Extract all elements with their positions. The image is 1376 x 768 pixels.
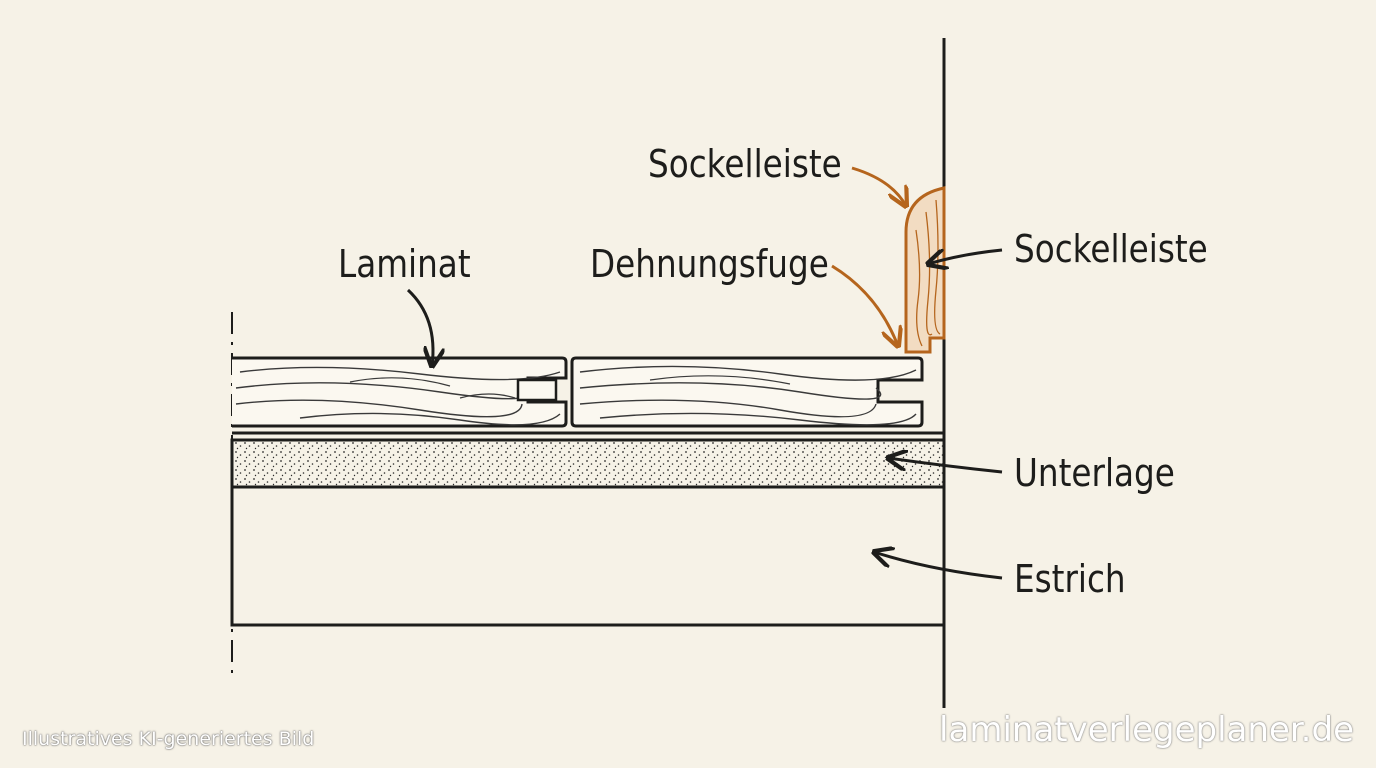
laminate-plank-left	[232, 356, 568, 428]
arrow-unterlage	[888, 458, 1003, 474]
label-sockelleiste-right: Sockelleiste	[1014, 228, 1208, 272]
label-sockelleiste-top: Sockelleiste	[648, 143, 842, 187]
label-estrich: Estrich	[1014, 558, 1126, 602]
tongue-joint	[516, 378, 558, 402]
arrow-laminat	[406, 288, 433, 366]
arrow-estrich	[874, 552, 1003, 580]
label-dehnungsfuge: Dehnungsfuge	[590, 243, 829, 287]
arrow-sockelleiste-right	[928, 248, 1003, 264]
label-unterlage: Unterlage	[1014, 452, 1175, 496]
arrow-dehnungsfuge	[831, 264, 898, 346]
website-watermark: laminatverlegeplaner.de	[939, 710, 1354, 750]
arrow-sockelleiste-top	[851, 166, 906, 206]
laminate-plank-right	[570, 356, 924, 428]
label-laminat: Laminat	[338, 243, 471, 287]
estrich-layer	[230, 485, 946, 627]
ai-disclaimer: Illustratives KI-generiertes Bild	[22, 728, 315, 750]
sockelleiste-board	[904, 186, 946, 354]
unterlage-layer	[230, 438, 946, 489]
